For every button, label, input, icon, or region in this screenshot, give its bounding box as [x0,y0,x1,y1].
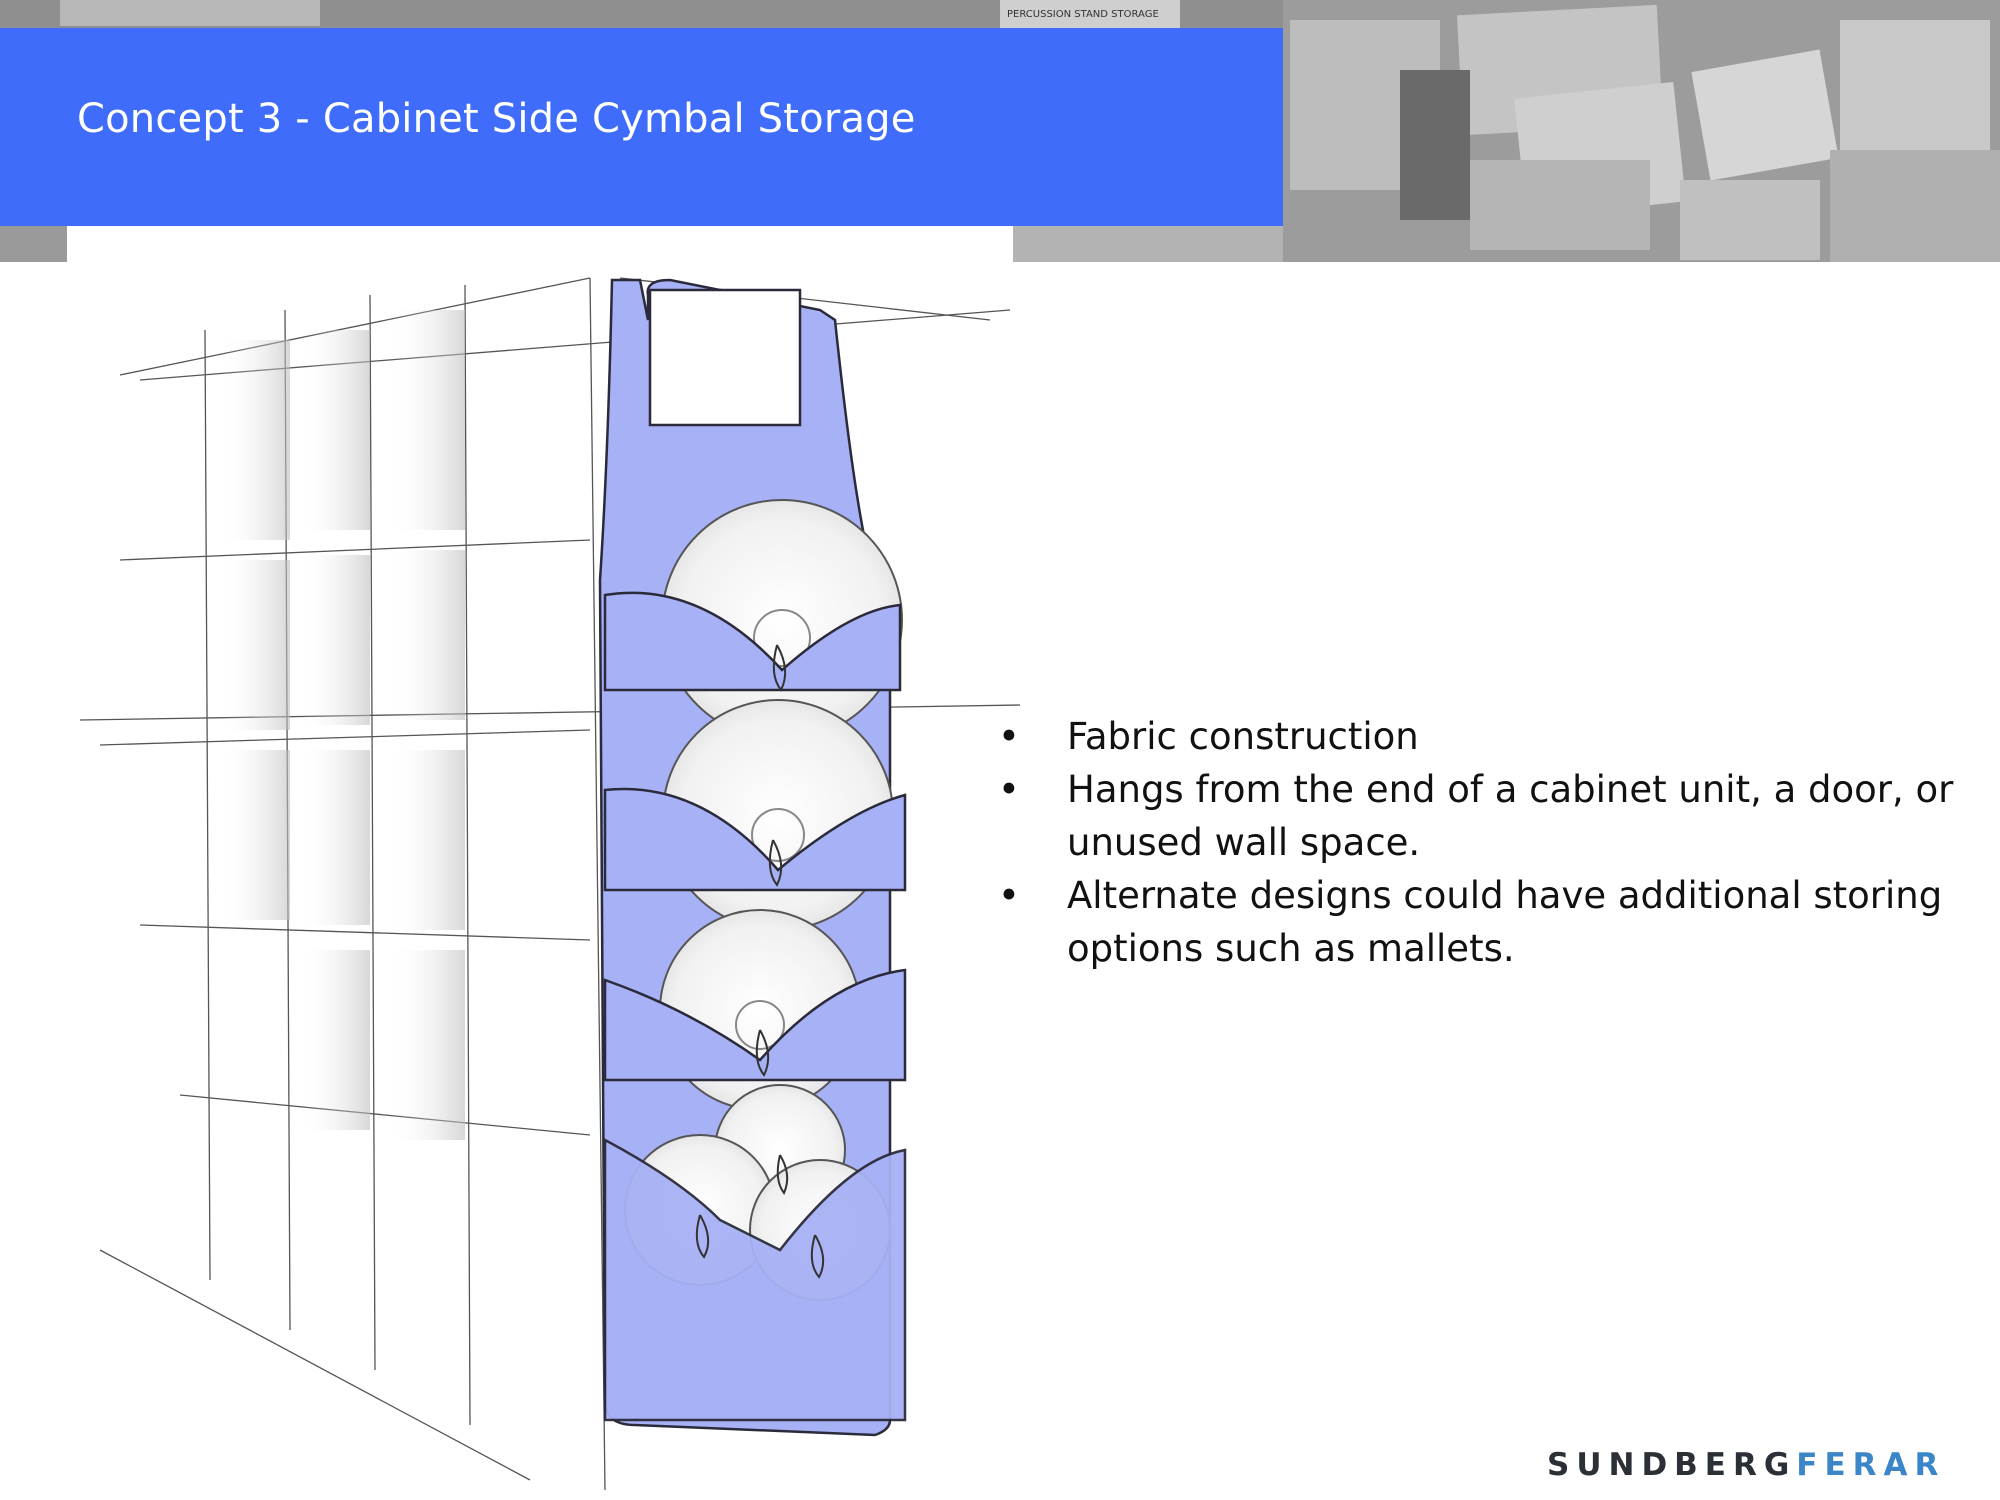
bullet-text: Alternate designs could have additional … [1067,874,1943,970]
bullet-dot: • [998,768,1020,811]
bullet-text: Hangs from the end of a cabinet unit, a … [1067,768,1954,864]
cymbal-pockets [603,499,907,1422]
bullet-item: • Fabric construction [998,710,1968,763]
bullet-item: • Alternate designs could have additional… [998,869,1968,975]
content-panel [67,226,1013,266]
cabinet-shading [220,310,465,1140]
header-photo-label: PERCUSSION STAND STORAGE [1007,9,1159,20]
logo-part-2: FERAR [1796,1447,1946,1483]
bullet-list: • Fabric construction • Hangs from the end… [998,710,1968,975]
bullet-dot: • [998,715,1020,758]
sundbergferar-logo: SUNDBERGFERAR [1547,1447,1945,1483]
bullet-item: • Hangs from the end of a cabinet unit, a… [998,763,1968,869]
cabinet-outline [79,277,1020,1491]
cabinet-cymbal-sketch [79,277,1020,1491]
title-bar [0,28,1283,226]
logo-part-1: SUNDBERG [1547,1447,1797,1483]
bullet-text: Fabric construction [1067,715,1419,758]
bullet-dot: • [998,874,1020,917]
slide-title: Concept 3 - Cabinet Side Cymbal Storage [77,96,916,142]
